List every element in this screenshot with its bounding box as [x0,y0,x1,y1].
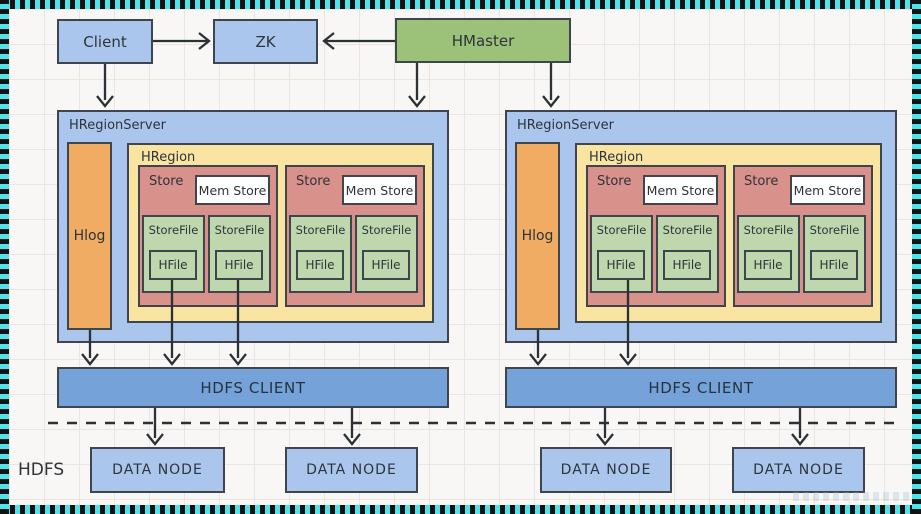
store-right-2-title: Store [744,174,779,189]
data-node-4: DATA NODE [732,447,865,493]
hregionserver-left: HRegionServer Hlog HRegion Store Mem Sto… [57,110,449,343]
storefile-right-2b-label: StoreFile [809,223,860,237]
hregionserver-right-title: HRegionServer [517,118,614,133]
hmaster-label: HMaster [451,31,515,50]
hregionserver-left-title: HRegionServer [69,118,166,133]
store-left-1-title: Store [149,174,184,189]
store-left-1: Store Mem Store StoreFile HFile StoreFil… [138,165,278,307]
frame-border-left [0,0,9,514]
data-node-2: DATA NODE [285,447,418,493]
storefile-right-2a: StoreFile HFile [737,215,800,293]
storefile-right-2b: StoreFile HFile [803,215,866,293]
hdfs-client-right: HDFS CLIENT [505,367,897,408]
store-left-2-title: Store [296,174,331,189]
zookeeper-label: ZK [255,32,276,51]
hfile-right-1b: HFile [663,250,711,280]
zookeeper-node: ZK [213,19,318,64]
frame-border-bottom [0,505,921,514]
hmaster-node: HMaster [395,18,571,63]
memstore-left-2: Mem Store [342,175,417,205]
hregion-left-title: HRegion [141,150,196,165]
hfile-left-2a: HFile [296,250,344,280]
data-node-3: DATA NODE [540,447,672,493]
store-left-2: Store Mem Store StoreFile HFile StoreFil… [285,165,425,307]
hlog-right: Hlog [515,142,560,330]
hlog-right-label: Hlog [521,228,554,244]
hfile-left-2b: HFile [362,250,410,280]
storefile-right-1b: StoreFile HFile [656,215,719,293]
hregion-right: HRegion Store Mem Store StoreFile HFile … [575,143,882,323]
frame-border-top [0,0,921,9]
hregion-left: HRegion Store Mem Store StoreFile HFile … [127,143,434,323]
storefile-right-1a-label: StoreFile [596,223,647,237]
hfile-right-1a: HFile [597,250,645,280]
storefile-left-1b: StoreFile HFile [208,215,271,293]
memstore-right-2: Mem Store [790,175,865,205]
storefile-right-2a-label: StoreFile [743,223,794,237]
hregionserver-right: HRegionServer Hlog HRegion Store Mem Sto… [505,110,897,343]
watermark [793,492,911,501]
storefile-left-2b: StoreFile HFile [355,215,418,293]
storefile-left-1a-label: StoreFile [148,223,199,237]
store-right-1-title: Store [597,174,632,189]
hlog-left: Hlog [67,142,112,330]
hfile-left-1a: HFile [149,250,197,280]
storefile-right-1a: StoreFile HFile [590,215,653,293]
storefile-left-1a: StoreFile HFile [142,215,205,293]
memstore-right-1: Mem Store [643,175,718,205]
hfile-right-2a: HFile [744,250,792,280]
data-node-1: DATA NODE [90,447,225,493]
memstore-left-1: Mem Store [195,175,270,205]
storefile-left-1b-label: StoreFile [214,223,265,237]
client-node: Client [57,19,153,64]
storefile-left-2b-label: StoreFile [361,223,412,237]
hdfs-client-left: HDFS CLIENT [57,367,449,408]
client-label: Client [83,32,127,51]
storefile-left-2a-label: StoreFile [295,223,346,237]
hfile-left-1b: HFile [215,250,263,280]
hfile-right-2b: HFile [810,250,858,280]
hdfs-zone-label: HDFS [18,460,65,480]
store-right-1: Store Mem Store StoreFile HFile StoreFil… [586,165,726,307]
hlog-left-label: Hlog [73,228,106,244]
storefile-left-2a: StoreFile HFile [289,215,352,293]
store-right-2: Store Mem Store StoreFile HFile StoreFil… [733,165,873,307]
storefile-right-1b-label: StoreFile [662,223,713,237]
hregion-right-title: HRegion [589,150,644,165]
frame-border-right [912,0,921,514]
